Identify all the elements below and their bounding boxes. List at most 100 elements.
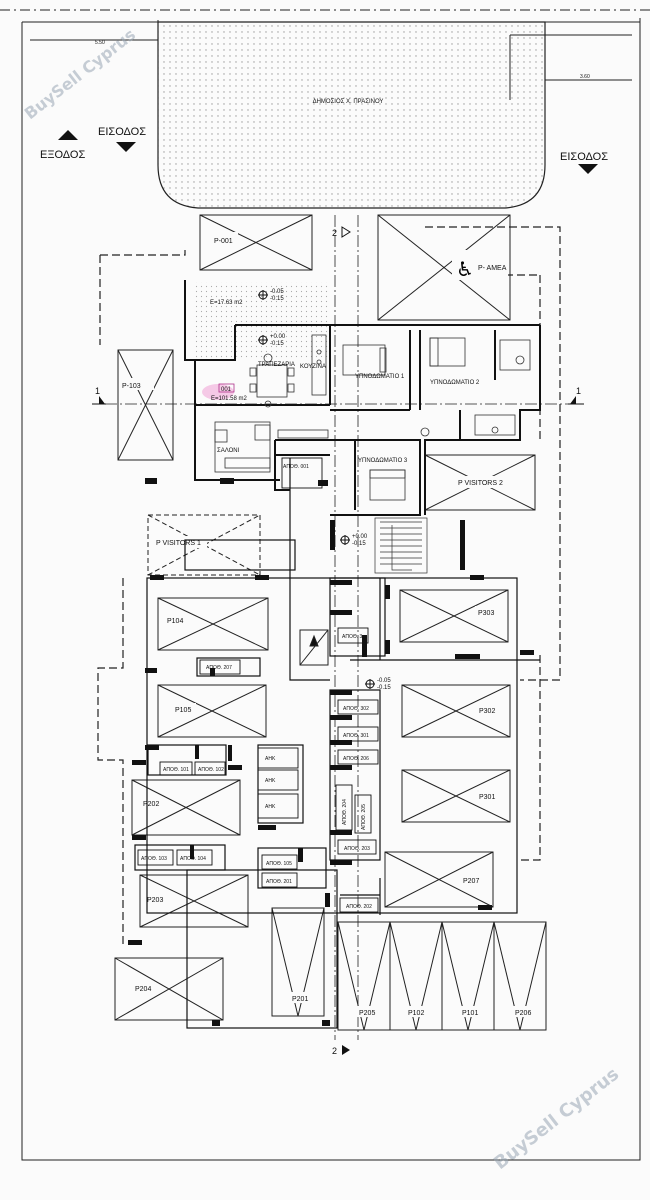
svg-text:+0.00: +0.00 [270,334,286,340]
apartment-001 [184,280,541,516]
wheelchair-icon: ♿ [456,257,474,281]
parking-p101-label: P101 [462,1010,478,1017]
parking-p202-label: P202 [143,801,159,808]
parking-pamea-label: P- AMEA [478,265,507,272]
elevator-icon [299,629,329,666]
level-marker-entry: +0.00 -0.15 [340,534,368,547]
apartment-area-terrace: E=17.63 m2 [210,300,243,306]
room-dining: ΤΡΑΠΕΖΑΡΙΑ [258,362,295,368]
parking-space-p204 [114,957,224,1021]
section-marker-top: 2 [332,226,351,238]
room-bedroom2: ΥΠΝΟΔΩΜΑΤΙΟ 2 [430,380,480,386]
parking-pvis1-label: P VISITORS 1 [156,540,201,547]
parking-space-p104 [157,597,269,651]
section-marker-right: 1 [568,386,584,405]
building-outline [97,226,561,945]
room-kitchen: ΚΟΥΖΙΝΑ [300,364,326,370]
dimension-left: 5.50 [95,40,105,46]
entrance-left-arrow-icon [116,142,136,152]
storage-ahk-3: ΑΗΚ [265,804,276,810]
parking-space-p207 [384,851,494,908]
public-green-area [157,21,546,209]
svg-text:2: 2 [332,228,337,238]
parking-pvis2-label: P VISITORS 2 [458,480,503,487]
storage-a202: ΑΠΟΘ. 202 [346,904,372,910]
parking-space-p301 [401,769,511,823]
svg-text:-0.15: -0.15 [270,296,284,302]
level-marker-living: +0.00 -0.15 [258,334,286,347]
svg-text:-0.15: -0.15 [352,541,366,547]
parking-p001-label: P-001 [214,238,233,245]
parking-p206-label: P206 [515,1010,531,1017]
svg-text:1: 1 [576,386,581,396]
svg-text:1: 1 [95,386,100,396]
storage-a205: ΑΠΟΘ. 205 [361,804,367,830]
section-marker-left: 1 [92,386,106,405]
parking-space-p203 [139,874,249,928]
storage-rooms [137,457,379,913]
storage-a302: ΑΠΟΘ. 302 [343,706,369,712]
apartment-code: 001 [221,387,232,393]
entrance-left-label: ΕΙΣΟΔΟΣ [98,126,146,138]
svg-text:+0.00: +0.00 [352,534,368,540]
exit-arrow-icon [58,130,78,140]
parking-space-pvis1 [147,514,261,576]
storage-a207: ΑΠΟΘ. 207 [206,665,232,671]
dimension-right: 3.60 [580,74,590,80]
entrance-right-arrow-icon [578,164,598,174]
parking-space-p303 [399,589,509,643]
parking-space-p001 [199,214,313,271]
parking-p103-label: P-103 [122,383,141,390]
parking-space-p103 [117,349,174,461]
public-green-label: ΔΗΜΟΣΙΟΣ Χ. ΠΡΑΣΙΝΟΥ [313,99,384,105]
parking-space-p105 [157,684,267,738]
parking-p203-label: P203 [147,897,163,904]
section-lines [105,215,575,1040]
storage-a001: ΑΠΟΘ. 001 [283,464,309,470]
svg-text:-0.15: -0.15 [270,341,284,347]
storage-a201: ΑΠΟΘ. 201 [266,879,292,885]
parking-p207-label: P207 [463,878,479,885]
storage-a206: ΑΠΟΘ. 206 [343,756,369,762]
exit-label: ΕΞΟΔΟΣ [40,149,85,161]
parking-space-pamea [377,214,511,321]
storage-a204: ΑΠΟΘ. 204 [342,799,348,825]
storage-a102: ΑΠΟΘ. 102 [198,767,224,773]
apartment-area-main: E=101.58 m2 [211,396,248,402]
section-marker-bottom: 2 [332,1045,350,1056]
staircase [374,517,428,574]
apartment-highlight [202,384,234,400]
parking-p102-label: P102 [408,1010,424,1017]
room-living: ΣΑΛΟΝΙ [217,448,240,454]
room-bedroom1: ΥΠΝΟΔΩΜΑΤΙΟ 1 [355,374,405,380]
parking-p105-label: P105 [175,707,191,714]
watermark-bottom: BuySell Cyprus [490,1064,623,1174]
level-marker-south: -0.05 -0.15 [365,678,391,691]
parking-p302-label: P302 [479,708,495,715]
svg-text:-0.05: -0.05 [377,678,391,684]
storage-a101: ΑΠΟΘ. 101 [163,767,189,773]
svg-text:2: 2 [332,1046,337,1056]
parking-space-p302 [401,684,511,738]
parking-space-p202 [131,779,241,836]
parking-p205-label: P205 [359,1010,375,1017]
parking-p301-label: P301 [479,794,495,801]
parking-p201-label: P201 [292,996,308,1003]
storage-ahk-2: ΑΗΚ [265,778,276,784]
parking-p104-label: P104 [167,618,183,625]
parking-p204-label: P204 [135,986,151,993]
svg-text:-0.05: -0.05 [270,289,284,295]
svg-text:-0.15: -0.15 [377,685,391,691]
entrance-right-label: ΕΙΣΟΔΟΣ [560,151,608,163]
storage-a103: ΑΠΟΘ. 103 [141,856,167,862]
storage-a3: ΑΠΟΘ. 3 [342,634,363,640]
storage-ahk-1: ΑΗΚ [265,756,276,762]
storage-a105: ΑΠΟΘ. 105 [266,861,292,867]
storage-a301: ΑΠΟΘ. 301 [343,733,369,739]
level-marker-terrace: -0.05 -0.15 [258,289,284,302]
storage-a203: ΑΠΟΘ. 203 [344,846,370,852]
parking-p303-label: P303 [478,610,494,617]
columns [128,478,534,1026]
room-bedroom3: ΥΠΝΟΔΩΜΑΤΙΟ 3 [358,458,408,464]
